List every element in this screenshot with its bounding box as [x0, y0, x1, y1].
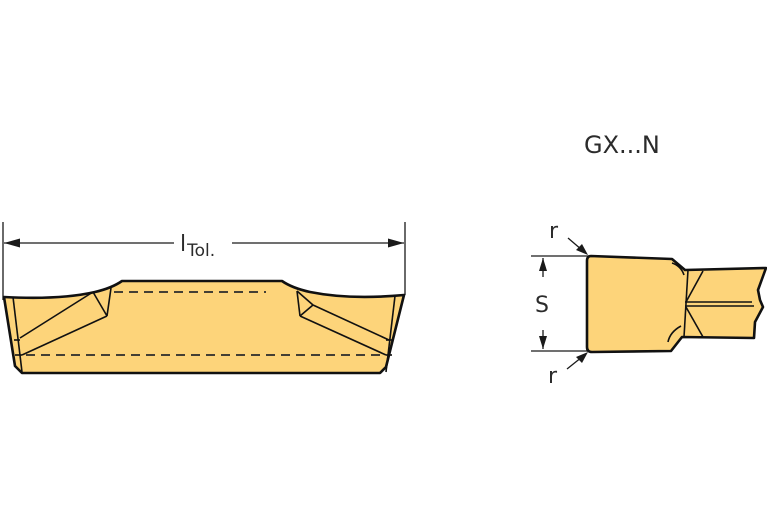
- end-view-details: [667, 262, 754, 343]
- side-view: lTol.: [2, 222, 406, 375]
- arrow-right-icon: [388, 238, 404, 248]
- radius-arrow-bottom-icon: [576, 352, 588, 363]
- arrow-up-icon: [539, 258, 547, 271]
- radius-label-top: r: [549, 219, 559, 244]
- length-dimension-line: [4, 238, 404, 248]
- radius-label-bottom: r: [548, 364, 558, 389]
- insert-end-body: [585, 254, 767, 354]
- arrow-down-icon: [539, 336, 547, 349]
- length-label: lTol.: [180, 232, 215, 261]
- width-dimension-line: [539, 258, 547, 349]
- length-subscript: Tol.: [186, 241, 215, 261]
- radius-arrow-top-icon: [576, 244, 588, 255]
- left-chipbreaker: [12, 287, 112, 373]
- insert-side-body: [2, 279, 406, 375]
- right-chipbreaker: [296, 290, 396, 373]
- end-view-title: GX...N: [584, 131, 660, 159]
- width-label: S: [535, 293, 549, 318]
- end-view: GX...N S r r: [531, 131, 767, 389]
- arrow-left-icon: [4, 238, 20, 248]
- length-symbol: l: [180, 232, 186, 257]
